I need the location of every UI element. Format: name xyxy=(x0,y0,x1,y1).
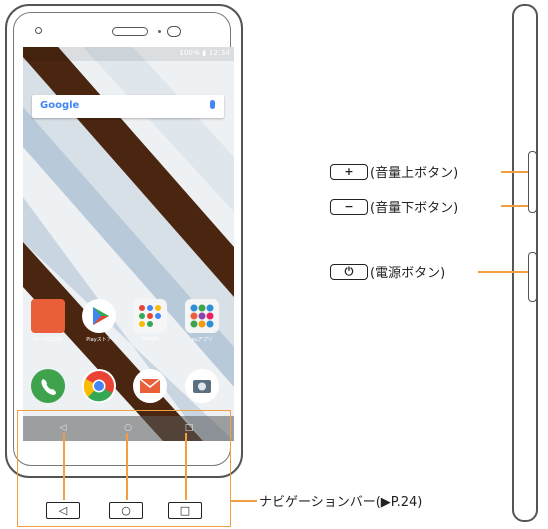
au-apps-folder-label: auアプリ xyxy=(191,337,213,343)
volume-down-text: (音量下ボタン) xyxy=(370,201,459,216)
power-key-icon: ⏻ xyxy=(330,263,368,280)
au-service-app-icon[interactable] xyxy=(31,299,65,333)
front-camera-icon xyxy=(167,26,181,37)
callout-line-volume-up xyxy=(501,171,528,173)
phone-app-icon[interactable] xyxy=(31,369,65,403)
screen: 100% ▮ 12:34 Google サービスTOP Playストア Goog… xyxy=(23,47,234,441)
chrome-app-icon[interactable] xyxy=(82,369,116,403)
navigation-bar: ◁ ○ □ xyxy=(23,416,234,441)
volume-down-label: − (音量下ボタン) xyxy=(330,197,458,216)
volume-rocker xyxy=(528,151,537,213)
home-key: ○ xyxy=(109,502,143,519)
status-text: 100% ▮ 12:34 xyxy=(179,49,230,57)
callout-line-navbar xyxy=(231,500,257,502)
minus-key: − xyxy=(330,198,368,215)
earpiece-speaker xyxy=(112,27,148,36)
navbar-callout-box xyxy=(17,410,231,527)
callout-line-volume-down xyxy=(501,205,528,207)
play-store-label: Playストア xyxy=(86,337,112,343)
power-button xyxy=(528,252,537,302)
google-folder-label: Google xyxy=(141,336,159,342)
au-service-app-label: サービスTOP xyxy=(32,337,63,343)
callout-line-home xyxy=(126,433,128,500)
callout-line-recents xyxy=(185,433,187,500)
au-apps-folder-icon[interactable] xyxy=(185,299,219,333)
recents-key: □ xyxy=(168,502,202,519)
home-icon[interactable]: ○ xyxy=(124,423,132,433)
back-key: ◁ xyxy=(46,502,80,519)
sensor-icon xyxy=(35,27,42,34)
phone-side-view xyxy=(512,4,538,522)
navbar-label-text: ナビゲーションバー(▶P.24) xyxy=(259,495,423,510)
back-icon[interactable]: ◁ xyxy=(59,423,67,433)
status-bar: 100% ▮ 12:34 xyxy=(23,47,234,61)
navbar-label: ナビゲーションバー(▶P.24) xyxy=(259,491,422,510)
play-store-icon[interactable] xyxy=(82,299,116,333)
volume-up-text: (音量上ボタン) xyxy=(370,166,459,181)
power-text: (電源ボタン) xyxy=(370,266,446,281)
proximity-sensor xyxy=(158,30,161,33)
volume-up-label: + (音量上ボタン) xyxy=(330,162,458,181)
mic-icon[interactable] xyxy=(210,100,215,109)
google-folder-icon[interactable] xyxy=(133,299,167,333)
recents-icon[interactable]: □ xyxy=(184,423,194,433)
callout-line-back xyxy=(63,433,65,500)
mail-app-icon[interactable] xyxy=(133,369,167,403)
camera-app-icon[interactable] xyxy=(185,369,219,403)
power-label: ⏻ (電源ボタン) xyxy=(330,262,445,281)
plus-key: + xyxy=(330,163,368,180)
google-logo: Google xyxy=(40,100,80,111)
callout-line-power xyxy=(478,271,528,273)
google-search-bar[interactable]: Google xyxy=(32,95,224,118)
